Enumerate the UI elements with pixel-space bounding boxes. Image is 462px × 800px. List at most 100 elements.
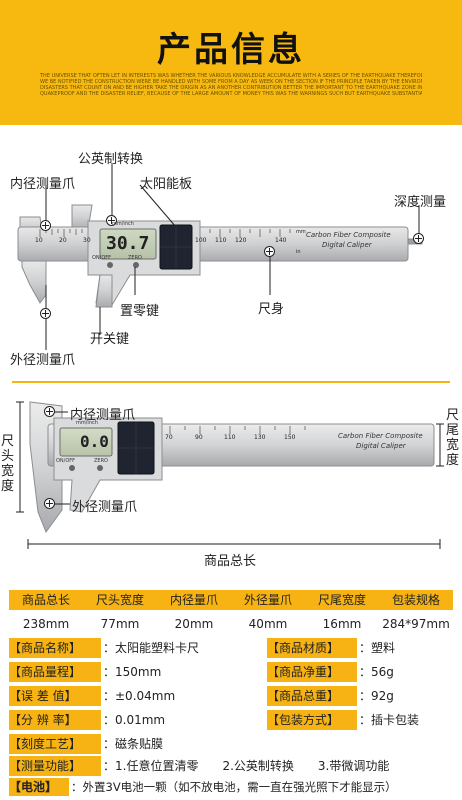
- spec-row: 【分 辨 率】 ：0.01mm 【包装方式】 ：插卡包装: [9, 710, 453, 730]
- spec-value: ：92g: [359, 689, 394, 703]
- dims-value-cell: 40mm: [248, 617, 288, 631]
- dims-value-cell: 77mm: [100, 617, 140, 631]
- callout-ruler-body: 尺身: [258, 302, 285, 317]
- function-row: 【测量功能】 ：1.任意位置清零 2.公英制转换 3.带微调功能: [9, 756, 453, 776]
- section-divider: [12, 381, 450, 383]
- spec-key: 【电池】: [9, 778, 69, 796]
- battery-row: 【电池】 ：外置3V电池一颗（如不放电池，需一直在强光照下才能显示）: [9, 778, 453, 796]
- target-marker-icon: [40, 308, 51, 319]
- fine-print-line: QUAKEPROOF AND THE DISASTER RELIEF, BECA…: [40, 91, 422, 97]
- spec-value: ：150mm: [103, 665, 162, 679]
- callout-inch-metric-switch: 公英制转换: [78, 152, 144, 167]
- dims-value-cell: 238mm: [22, 617, 70, 631]
- spec-key: 【刻度工艺】: [9, 734, 101, 754]
- spec-value: ：1.任意位置清零 2.公英制转换 3.带微调功能: [103, 759, 390, 773]
- scale-label: 150: [284, 434, 296, 441]
- callout-head-width: 尺头宽度: [1, 434, 15, 494]
- spec-value: ：0.01mm: [103, 713, 166, 727]
- on-off-label: ON/OFF: [56, 458, 76, 464]
- target-marker-icon: [44, 498, 55, 509]
- dims-value-cell: 20mm: [174, 617, 214, 631]
- spec-key: 【商品名称】: [9, 638, 101, 658]
- spec-row: 【商品量程】 ：150mm 【商品净重】 ：56g: [9, 662, 453, 682]
- dims-header-cell: 外径量爪: [243, 593, 292, 607]
- spec-row: 【刻度工艺】 ：磁条贴膜: [9, 734, 453, 754]
- brand-text: Carbon Fiber Composite: [306, 231, 391, 239]
- spec-value: ：塑料: [359, 641, 396, 655]
- spec-key: 【商品量程】: [9, 662, 101, 682]
- target-marker-icon: [413, 233, 424, 244]
- spec-value: ：磁条贴膜: [103, 737, 164, 751]
- mm-inch-label: mm/inch: [76, 420, 98, 426]
- spec-value: ：外置3V电池一颗（如不放电池，需一直在强光照下才能显示）: [71, 780, 397, 794]
- spec-key: 【分 辨 率】: [9, 710, 101, 730]
- header-banner: 产品信息 THE UNIVERSE THAT OFTEN LET IN INTE…: [0, 0, 462, 125]
- brand-text: Digital Caliper: [356, 442, 406, 450]
- spec-value: ：太阳能塑料卡尺: [103, 641, 200, 655]
- callout-solar-panel: 太阳能板: [140, 177, 193, 192]
- fine-print-line: THE UNIVERSE THAT OFTEN LET IN INTERESTS…: [40, 73, 422, 79]
- scale-label: 70: [165, 434, 173, 441]
- dims-value-cell: 284*97mm: [382, 617, 450, 631]
- dims-header-cell: 内径量爪: [169, 593, 218, 607]
- callout-total-length: 商品总长: [204, 554, 257, 569]
- brand-text: Carbon Fiber Composite: [338, 432, 423, 440]
- scale-label: 30: [83, 237, 91, 244]
- mm-inch-label: mm/inch: [112, 221, 134, 227]
- dims-header-cell: 尺头宽度: [95, 593, 144, 607]
- callout-tail-width: 尺尾宽度: [446, 408, 460, 468]
- target-marker-icon: [264, 246, 275, 257]
- dims-value-cell: 16mm: [322, 617, 362, 631]
- spec-key: 【商品净重】: [267, 662, 357, 682]
- spec-value: ：56g: [359, 665, 394, 679]
- dims-value-row: 238mm 77mm 20mm 40mm 16mm 284*97mm: [9, 614, 453, 634]
- fine-print-line: WE BE NOTIFIED THE CONSTRUCTION WERE BE …: [40, 79, 422, 85]
- scale-label: 130: [254, 434, 266, 441]
- unit-label: in: [296, 249, 301, 255]
- spec-key: 【商品材质】: [267, 638, 357, 658]
- scale-label: 90: [195, 434, 203, 441]
- spec-value: ：插卡包装: [359, 713, 420, 727]
- caliper-diagram-top: 30.7 mm/inch ON/OFF ZERO 10 20 30 100 11…: [0, 125, 462, 380]
- scale-label: 20: [59, 237, 67, 244]
- scale-label: 10: [35, 237, 43, 244]
- dims-header-cell: 尺尾宽度: [317, 593, 366, 607]
- spec-row: 【误 差 值】 ：±0.04mm 【商品总重】 ：92g: [9, 686, 453, 706]
- page-title: 产品信息: [157, 30, 305, 70]
- target-marker-icon: [106, 215, 117, 226]
- on-off-label: ON/OFF: [92, 255, 112, 261]
- target-marker-icon: [44, 406, 55, 417]
- scale-label: 120: [235, 237, 247, 244]
- scale-label: 140: [275, 237, 287, 244]
- callout-depth-measure: 深度测量: [394, 195, 447, 210]
- callout-outer-jaw: 外径测量爪: [72, 500, 138, 515]
- lcd-reading: 30.7: [106, 233, 150, 254]
- zero-label: ZERO: [94, 458, 108, 464]
- dims-header-cell: 商品总长: [21, 593, 70, 607]
- callout-inner-jaw: 内径测量爪: [70, 408, 136, 423]
- spec-key: 【包装方式】: [267, 710, 357, 730]
- spec-key: 【测量功能】: [9, 756, 101, 776]
- scale-label: 100: [195, 237, 207, 244]
- scale-label: 110: [215, 237, 227, 244]
- callout-inner-jaw: 内径测量爪: [10, 177, 76, 192]
- brand-text: Digital Caliper: [322, 241, 372, 249]
- spec-table: 商品总长 尺头宽度 内径量爪 外径量爪 尺尾宽度 包装规格 238mm 77mm…: [9, 590, 453, 796]
- caliper-illustration: [17, 163, 423, 350]
- fine-print-line: DISASTERS THAT COUNT ON AND BE HIGHER TA…: [40, 85, 422, 91]
- lcd-reading: 0.0: [80, 432, 109, 451]
- dims-header-cell: 包装规格: [391, 593, 440, 607]
- zero-label: ZERO: [128, 255, 142, 261]
- callout-power-key: 开关键: [90, 332, 130, 347]
- spec-row: 【商品名称】 ：太阳能塑料卡尺 【商品材质】 ：塑料: [9, 638, 453, 658]
- scale-label: 110: [224, 434, 236, 441]
- spec-key: 【误 差 值】: [9, 686, 101, 706]
- spec-key: 【商品总重】: [267, 686, 357, 706]
- target-marker-icon: [40, 220, 51, 231]
- callout-outer-jaw: 外径测量爪: [10, 353, 76, 368]
- callout-zero-key: 置零键: [120, 304, 160, 319]
- caliper-diagram-dimensions: 0.0 mm/inch ON/OFF ZERO 70 90 110 130 15…: [0, 384, 462, 584]
- dims-header-row: 商品总长 尺头宽度 内径量爪 外径量爪 尺尾宽度 包装规格: [9, 590, 453, 610]
- spec-value: ：±0.04mm: [103, 689, 176, 703]
- unit-label: mm: [296, 229, 306, 235]
